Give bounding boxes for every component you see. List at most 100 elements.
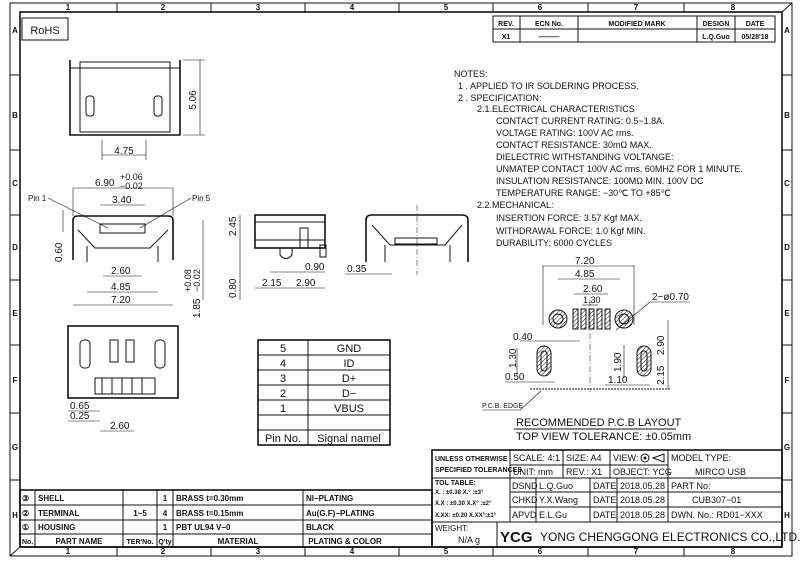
svg-text:2.2.MECHANICAL:: 2.2.MECHANICAL: xyxy=(477,200,554,210)
svg-text:BRASS t=0.15mm: BRASS t=0.15mm xyxy=(176,509,243,518)
svg-text:———: ——— xyxy=(539,34,560,41)
svg-text:5: 5 xyxy=(280,343,286,355)
svg-text:Q'ty: Q'ty xyxy=(158,539,171,546)
svg-text:TOP VIEW TOLERANCE: ±0.05mm: TOP VIEW TOLERANCE: ±0.05mm xyxy=(516,431,691,443)
svg-text:DIELECTRIC WITHSTANDING VOLTAN: DIELECTRIC WITHSTANDING VOLTANGE: xyxy=(496,152,674,162)
svg-text:SPECIFIED TOLERANCES: SPECIFIED TOLERANCES xyxy=(435,467,522,474)
svg-text:Pin No.: Pin No. xyxy=(265,433,301,445)
svg-text:2.60: 2.60 xyxy=(110,421,130,432)
svg-text:B: B xyxy=(12,111,18,120)
svg-text:YONG CHENGGONG ELECTRONICS CO.: YONG CHENGGONG ELECTRONICS CO.,LTD. xyxy=(540,530,800,544)
svg-text:PBT UL94 V−0: PBT UL94 V−0 xyxy=(176,523,231,532)
svg-text:D: D xyxy=(12,243,18,252)
svg-text:4.85: 4.85 xyxy=(575,269,595,280)
svg-text:Y.X.Wang: Y.X.Wang xyxy=(539,495,578,505)
svg-text:DURABILITY: 6000 CYCLES: DURABILITY: 6000 CYCLES xyxy=(496,238,612,248)
svg-text:DATE: DATE xyxy=(746,21,765,28)
svg-text:2018.05.28: 2018.05.28 xyxy=(620,510,665,520)
svg-text:3: 3 xyxy=(256,547,261,556)
svg-text:B: B xyxy=(784,111,790,120)
svg-text:HOUSING: HOUSING xyxy=(38,523,75,532)
svg-text:NI−PLATING: NI−PLATING xyxy=(306,494,353,503)
svg-text:7.20: 7.20 xyxy=(575,256,595,267)
svg-text:1: 1 xyxy=(66,547,71,556)
svg-text:Signal namel: Signal namel xyxy=(317,433,381,445)
svg-text:0.40: 0.40 xyxy=(513,332,533,343)
svg-text:MATERIAL: MATERIAL xyxy=(218,537,259,546)
svg-text:8: 8 xyxy=(731,3,736,12)
svg-text:Pin 1: Pin 1 xyxy=(28,194,47,203)
svg-text:Pin 5: Pin 5 xyxy=(192,194,211,203)
svg-text:05/28'18: 05/28'18 xyxy=(742,34,769,41)
svg-text:DATE: DATE xyxy=(593,495,616,505)
svg-text:X1: X1 xyxy=(502,34,511,41)
company-logo: YCG xyxy=(500,529,533,546)
svg-text:P.C.B. EDGE: P.C.B. EDGE xyxy=(482,403,523,410)
svg-text:TOL TABLE:: TOL TABLE: xyxy=(435,480,476,487)
side-view-drawing: 2.45 0.80 0.90 2.15 2.90 xyxy=(228,214,327,300)
svg-text:2.60: 2.60 xyxy=(583,284,603,295)
svg-text:CONTACT RESISTANCE: 30mΩ MAX.: CONTACT RESISTANCE: 30mΩ MAX. xyxy=(496,140,652,150)
svg-text:PART No:: PART No: xyxy=(671,481,711,491)
svg-text:C: C xyxy=(12,179,18,188)
svg-text:INSULATION RESISTANCE: 100MΩ M: INSULATION RESISTANCE: 100MΩ MIN. 100V D… xyxy=(496,176,704,186)
svg-text:VIEW:: VIEW: xyxy=(613,453,638,463)
svg-text:2.1.ELECTRICAL CHARACTERISTICS: 2.1.ELECTRICAL CHARACTERISTICS xyxy=(477,104,635,114)
svg-text:1: 1 xyxy=(163,523,168,532)
svg-text:CHKD: CHKD xyxy=(512,495,538,505)
svg-text:DESIGN: DESIGN xyxy=(703,21,730,28)
svg-text:A: A xyxy=(12,26,18,35)
svg-text:1: 1 xyxy=(163,494,168,503)
top-view-drawing: 4.75 5.06 xyxy=(69,59,205,160)
svg-text:TEMPERATURE RANGE: −30℃ TO +85: TEMPERATURE RANGE: −30℃ TO +85℃ xyxy=(496,188,671,198)
projection-symbol-icon xyxy=(640,453,665,463)
svg-text:REV.: X1: REV.: X1 xyxy=(566,467,602,477)
svg-text:0.60: 0.60 xyxy=(54,242,65,262)
svg-text:CUB307−01: CUB307−01 xyxy=(692,495,741,505)
svg-text:6: 6 xyxy=(538,547,543,556)
svg-text:D−: D− xyxy=(342,388,356,400)
svg-text:0.80: 0.80 xyxy=(228,278,239,298)
rohs-mark: RoHS xyxy=(21,17,69,41)
svg-text:4.85: 4.85 xyxy=(111,282,131,293)
svg-text:2: 2 xyxy=(161,3,166,12)
svg-text:1: 1 xyxy=(280,403,286,415)
svg-text:+0.08: +0.08 xyxy=(183,269,193,292)
svg-text:VBUS: VBUS xyxy=(334,403,364,415)
svg-text:DSND: DSND xyxy=(512,481,538,491)
svg-text:0.65: 0.65 xyxy=(70,401,90,412)
svg-text:1 . APPLIED TO IR SOLDERING PR: 1 . APPLIED TO IR SOLDERING PROCESS. xyxy=(458,81,639,91)
svg-text:6.90: 6.90 xyxy=(95,178,115,189)
svg-text:2 . SPECIFICATION:: 2 . SPECIFICATION: xyxy=(458,93,541,103)
notes: NOTES: 1 . APPLIED TO IR SOLDERING PROCE… xyxy=(454,69,743,248)
svg-text:3: 3 xyxy=(280,373,286,385)
svg-text:X.X : ±0.30 X.X° :±2°: X.X : ±0.30 X.X° :±2° xyxy=(435,501,492,507)
svg-text:2018.05.28: 2018.05.28 xyxy=(620,495,665,505)
svg-text:1.85: 1.85 xyxy=(192,298,203,318)
svg-text:1: 1 xyxy=(66,3,71,12)
svg-text:6: 6 xyxy=(538,3,543,12)
svg-text:ECN No.: ECN No. xyxy=(535,21,563,28)
svg-text:G: G xyxy=(12,443,18,452)
svg-text:X. : ±0.38 X.° :±3°: X. : ±0.38 X.° :±3° xyxy=(435,490,484,496)
svg-text:TER'No.: TER'No. xyxy=(127,539,154,546)
svg-text:UNMATEP CONTACT 100V AC rms. 6: UNMATEP CONTACT 100V AC rms. 60MHZ FOR 1… xyxy=(496,164,743,174)
svg-text:L.Q.Guo: L.Q.Guo xyxy=(539,481,573,491)
svg-text:③: ③ xyxy=(22,494,29,503)
svg-text:D+: D+ xyxy=(342,373,356,385)
pcb-layout-drawing: 7.20 4.85 2.60 1.30 2−ø0.70 0.40 1.30 0.… xyxy=(482,256,691,443)
svg-text:D: D xyxy=(784,243,790,252)
front-view-drawing: 6.90 +0.06 −0.02 3.40 Pin 1 Pin 5 0.60 2… xyxy=(28,172,211,318)
svg-text:2−ø0.70: 2−ø0.70 xyxy=(652,292,689,303)
svg-text:H: H xyxy=(12,511,18,520)
svg-text:1.30: 1.30 xyxy=(508,348,519,368)
svg-text:DWN. No.: RD01−XXX: DWN. No.: RD01−XXX xyxy=(671,510,763,520)
svg-text:RECOMMENDED P.C.B LAYOUT: RECOMMENDED P.C.B LAYOUT xyxy=(516,417,682,429)
svg-text:①: ① xyxy=(22,523,29,532)
svg-text:REV.: REV. xyxy=(498,21,514,28)
svg-text:2.15: 2.15 xyxy=(656,365,667,385)
svg-text:0.25: 0.25 xyxy=(70,411,90,422)
svg-text:PLATING & COLOR: PLATING & COLOR xyxy=(308,537,382,546)
